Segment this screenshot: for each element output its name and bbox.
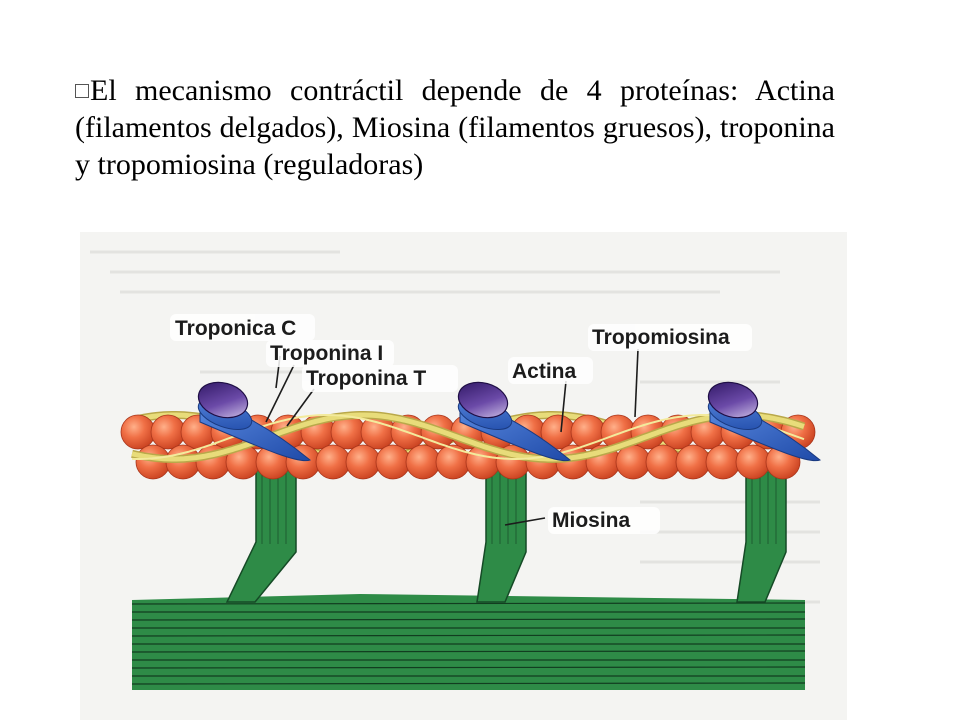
thick-filament-body	[132, 594, 805, 690]
slide-bullet-text: El mecanismo contráctil depende de 4 pro…	[75, 72, 835, 183]
actin-bead	[435, 444, 471, 480]
sarcomere-diagram: Troponica C Troponina I Troponina T Acti…	[80, 232, 847, 720]
myosin-arm	[476, 463, 527, 603]
square-bullet-icon	[75, 84, 89, 98]
thick-filament-line	[131, 618, 806, 621]
pointer-tropomiosina	[634, 348, 639, 418]
label-troponica-c: Troponica C	[175, 317, 296, 340]
actin-bead	[150, 414, 186, 450]
troponin-c-shape	[707, 381, 759, 419]
thick-filament-line	[131, 682, 806, 685]
label-backdrops	[170, 314, 752, 534]
thick-filament-line	[131, 602, 806, 605]
actin-bead	[345, 444, 381, 480]
diagram-svg: Troponica C Troponina I Troponina T Acti…	[90, 250, 821, 690]
actin-bead	[645, 444, 681, 480]
actin-bead	[735, 444, 771, 480]
pointer-miosina	[504, 517, 546, 526]
actin-bead	[375, 444, 411, 480]
label-troponina-i: Troponina I	[270, 342, 383, 365]
thick-filament	[131, 594, 806, 690]
label-miosina: Miosina	[552, 509, 630, 532]
actin-bead	[120, 414, 156, 450]
tropomyosin-strand	[131, 412, 805, 462]
bullet-text: El mecanismo contráctil depende de 4 pro…	[75, 74, 835, 181]
label-actina: Actina	[512, 360, 577, 383]
troponin-complex	[197, 381, 311, 462]
actin-bead	[315, 444, 351, 480]
actin-bead	[705, 444, 741, 480]
troponin-complex	[707, 381, 821, 462]
actin-bead	[675, 444, 711, 480]
label-tropomiosina: Tropomiosina	[592, 326, 730, 349]
thick-filament-line	[131, 634, 806, 637]
troponin-complex	[457, 381, 571, 462]
troponin-c-shape	[457, 381, 509, 419]
actin-bead	[405, 444, 441, 480]
thick-filament-line	[131, 650, 806, 653]
pointer-troponin-t	[286, 388, 315, 427]
troponin-complexes	[197, 381, 821, 462]
troponin-c-shape	[197, 381, 249, 419]
actin-bead	[615, 444, 651, 480]
myosin-arms	[225, 463, 787, 603]
pointer-actina	[560, 380, 567, 433]
pointer-troponin-i	[265, 364, 295, 423]
label-troponina-t: Troponina T	[306, 367, 426, 390]
thick-filament-line	[131, 666, 806, 669]
